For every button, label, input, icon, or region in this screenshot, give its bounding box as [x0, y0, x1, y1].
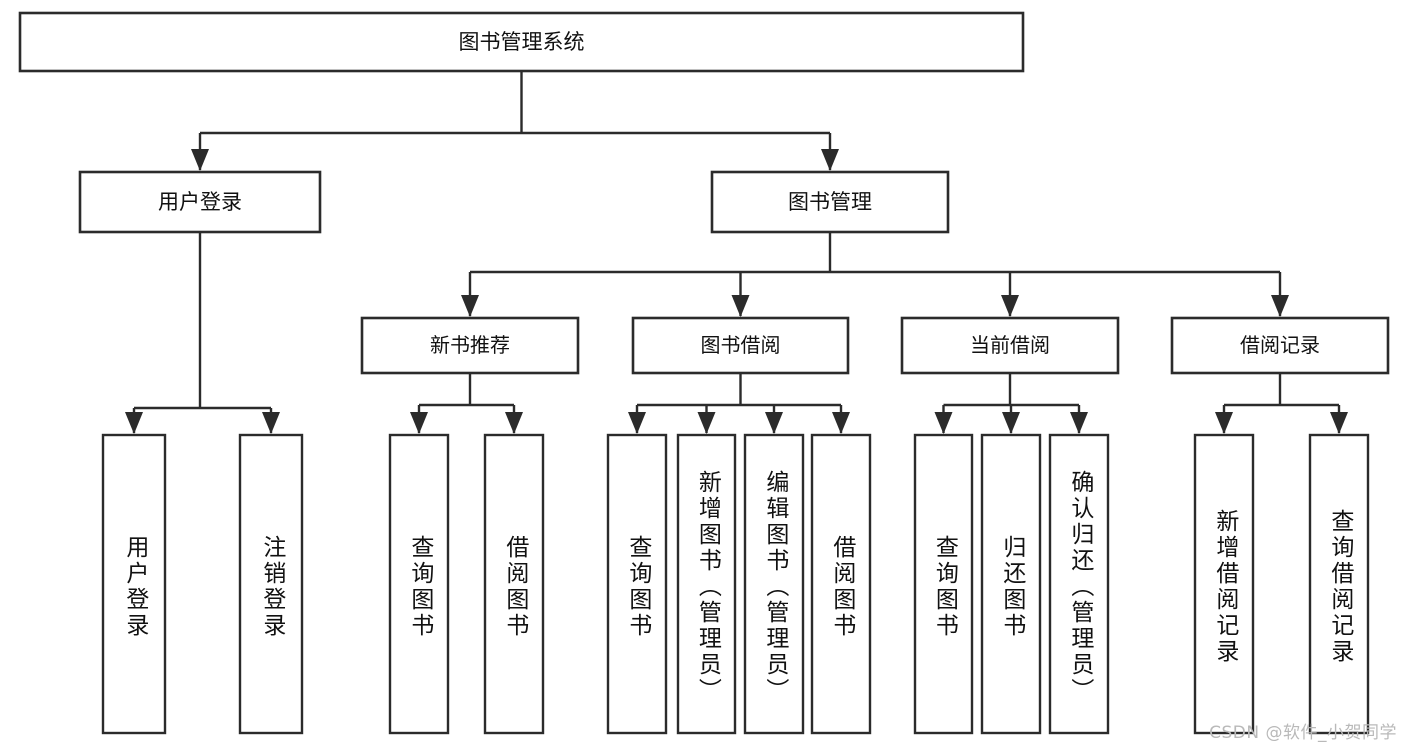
leaf-box-3[interactable]	[483, 433, 545, 735]
arrow-down-icon-leaf-0-0	[125, 412, 143, 434]
leaf-box-1[interactable]	[238, 433, 304, 735]
arrow-down-icon-leaf-2-3	[832, 412, 850, 434]
arrow-down-icon-leaf-3-1	[1002, 412, 1020, 434]
arrow-down-icon-leaf-2-0	[628, 412, 646, 434]
level3-label-0: 新书推荐	[430, 333, 510, 357]
leaf-box-6[interactable]	[743, 433, 805, 735]
leaf-box-7[interactable]	[810, 433, 872, 735]
arrow-down-icon-leaf-3-2	[1070, 412, 1088, 434]
arrow-down-icon-leaf-2-1	[697, 412, 716, 434]
arrow-down-icon-level3-1	[731, 295, 750, 317]
level3-label-1: 图书借阅	[701, 333, 781, 357]
leaf-box-9[interactable]	[980, 433, 1042, 735]
level3-box-1[interactable]	[631, 316, 850, 375]
level2-box-1[interactable]	[710, 170, 950, 234]
level3-box-3[interactable]	[1170, 316, 1390, 375]
leaf-box-10[interactable]	[1048, 433, 1110, 735]
leaf-box-12[interactable]	[1308, 433, 1370, 735]
arrow-down-icon-level2-0	[191, 149, 209, 171]
level3-label-2: 当前借阅	[970, 333, 1050, 357]
level3-label-3: 借阅记录	[1240, 333, 1320, 357]
arrow-down-icon-level3-2	[1001, 295, 1019, 317]
leaf-box-8[interactable]	[913, 433, 974, 735]
connector-layer	[125, 71, 1348, 434]
leaf-box-0[interactable]	[101, 433, 167, 735]
arrow-down-icon-leaf-0-1	[262, 412, 280, 434]
arrow-down-icon-level3-0	[461, 295, 479, 317]
arrow-down-icon-leaf-2-2	[765, 412, 783, 434]
arrow-down-icon-leaf-4-0	[1215, 412, 1233, 434]
node-box-layer	[18, 11, 1390, 735]
watermark: CSDN @软件_小贺同学	[1209, 723, 1397, 743]
leaf-box-4[interactable]	[606, 433, 668, 735]
arrow-down-icon-leaf-1-0	[410, 412, 428, 434]
level2-label-0: 用户登录	[158, 190, 242, 214]
leaf-box-11[interactable]	[1193, 433, 1255, 735]
leaf-box-5[interactable]	[676, 433, 737, 735]
arrow-down-icon-leaf-3-0	[934, 412, 953, 434]
arrow-down-icon-leaf-4-1	[1330, 412, 1348, 434]
level2-box-0[interactable]	[78, 170, 322, 234]
arrow-down-icon-leaf-1-1	[505, 412, 523, 434]
root-box-0[interactable]	[18, 11, 1025, 73]
root-label-0: 图书管理系统	[459, 30, 585, 54]
level3-box-2[interactable]	[900, 316, 1120, 375]
arrow-down-icon-level3-3	[1271, 295, 1289, 317]
level2-label-1: 图书管理	[788, 190, 872, 214]
level3-box-0[interactable]	[360, 316, 580, 375]
arrow-down-icon-level2-1	[821, 149, 839, 171]
leaf-box-2[interactable]	[388, 433, 450, 735]
